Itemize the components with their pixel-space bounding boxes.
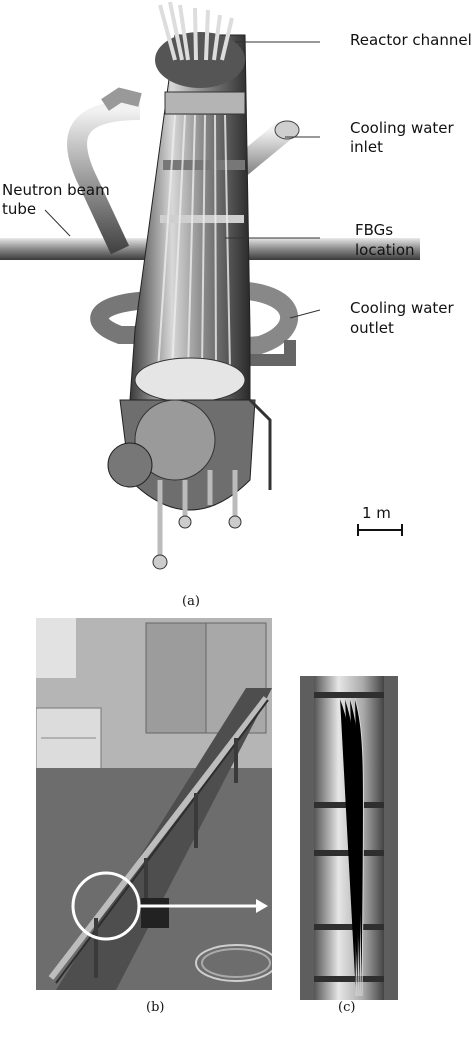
panel-a-figure [0, 1, 420, 570]
label-neutron-beam-line2: tube [2, 200, 37, 218]
label-cooling-outlet-line1: Cooling water [350, 299, 454, 317]
panel-c-photo [300, 676, 398, 1000]
label-reactor-channel: Reactor channel [350, 31, 472, 49]
reactor-channel-drawing [0, 1, 420, 570]
leader-cooling-outlet [289, 309, 321, 319]
label-cooling-inlet-line1: Cooling water [350, 119, 454, 137]
scale-bar-label: 1 m [362, 504, 391, 522]
caption-a: (a) [182, 594, 200, 609]
caption-b: (b) [146, 1000, 165, 1015]
channel-closeup-drawing [300, 676, 398, 1000]
label-fbgs-line1: FBGs [355, 221, 394, 239]
scale-bar [357, 524, 403, 536]
label-neutron-beam-line1: Neutron beam [2, 181, 110, 199]
caption-c: (c) [338, 1000, 356, 1015]
lab-photo-drawing [36, 618, 272, 990]
leader-neutron-beam [44, 209, 71, 237]
panel-b-photo [36, 618, 272, 990]
label-fbgs-line2: location [355, 241, 415, 259]
label-cooling-inlet-line2: inlet [350, 138, 383, 156]
label-cooling-outlet-line2: outlet [350, 319, 394, 337]
